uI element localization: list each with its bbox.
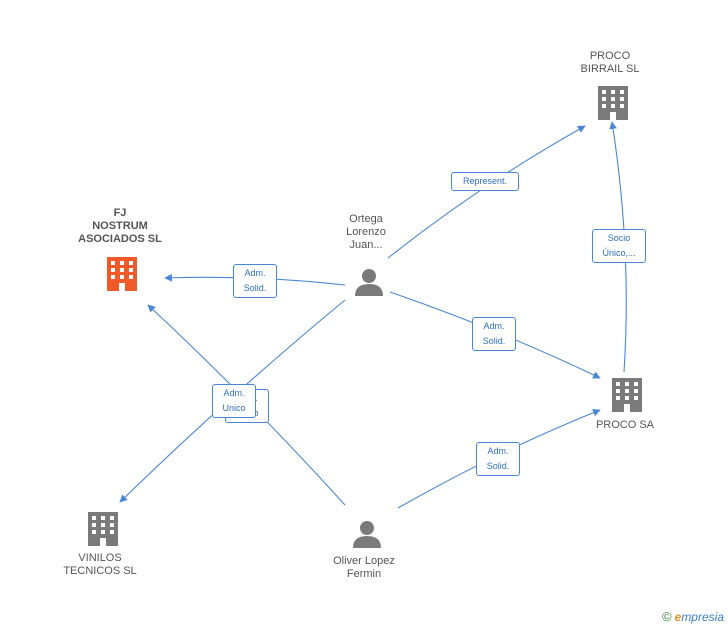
person-label-ortega[interactable]: Ortega Lorenzo Juan... <box>346 213 386 251</box>
edge-label-ortega-vinilos: Adm. Unico <box>212 384 256 418</box>
company-label-vinilos[interactable]: VINILOS TECNICOS SL <box>63 552 137 577</box>
edge-label-oliver-procosa: Adm. Solid. <box>476 442 520 476</box>
building-icon <box>107 257 137 291</box>
copyright-icon: © <box>662 609 672 624</box>
person-icon <box>353 521 381 548</box>
edge-label-ortega-procosa: Adm. Solid. <box>472 317 516 351</box>
empresia-logo[interactable]: ©empresia <box>662 609 724 624</box>
company-label-proco-sa[interactable]: PROCO SA <box>595 419 655 431</box>
edge-label-ortega-fj: Adm. Solid. <box>233 264 277 298</box>
edge-label-procosa-birrail: Socio Único,... <box>592 229 646 263</box>
building-icon <box>598 86 628 120</box>
person-label-oliver[interactable]: Oliver Lopez Fermin <box>333 555 395 580</box>
building-icon <box>612 378 642 412</box>
edge-ortega-birrail <box>387 125 586 259</box>
building-icon <box>88 512 118 546</box>
edge-label-ortega-birrail: Represent. <box>451 172 519 191</box>
company-label-proco-birrail[interactable]: PROCO BIRRAIL SL <box>580 50 640 75</box>
company-label-fj-nostrum[interactable]: FJ NOSTRUM ASOCIADOS SL <box>78 207 162 245</box>
person-icon <box>355 269 383 296</box>
